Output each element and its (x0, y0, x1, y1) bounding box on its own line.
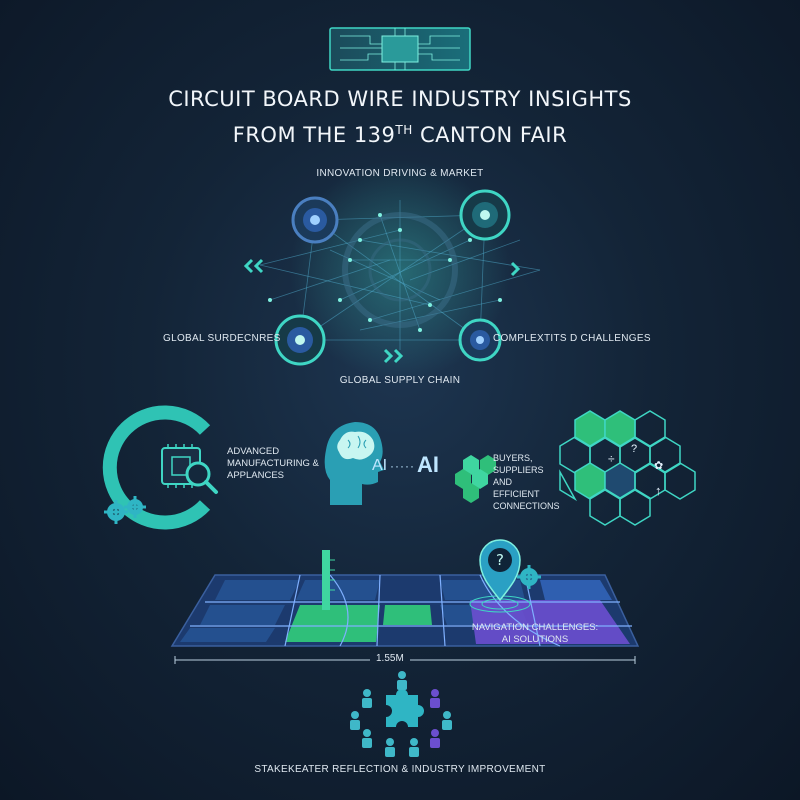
c-arc-icon (102, 405, 211, 530)
map-label-line-2: AI SOLUTIONS (501, 634, 569, 645)
map-gear-icon (517, 565, 541, 589)
buyers-label-line-5: CONNECTIONS (493, 501, 560, 511)
gears-icon (104, 496, 146, 524)
hub-node-bottom-left (274, 314, 326, 366)
ai-small-text: AI (372, 457, 388, 474)
title-line-2: FROM THE 139TH CANTON FAIR (0, 115, 800, 150)
buyers-label: BUYERS, SUPPLIERS AND EFFICIENT CONNECTI… (493, 452, 560, 512)
network-left-label: GLOBAL SURDECNRES (163, 333, 281, 344)
hex-grid (559, 410, 696, 526)
hub-node-top-left (291, 196, 339, 244)
manufacturing-label: ADVANCED MANUFACTURING & APPLANCES (227, 446, 319, 482)
puzzle-people-icon (350, 671, 452, 757)
hub-node-top-right (459, 189, 511, 241)
hex-divide-symbol: ÷ (608, 452, 615, 466)
manufacturing-label-line-1: ADVANCED (227, 446, 280, 457)
title-line-1: CIRCUIT BOARD WIRE INDUSTRY INSIGHTS (168, 87, 632, 111)
chevrons-bottom-icon (383, 348, 404, 364)
hex-flower-symbol: ✿ (654, 460, 664, 472)
title-superscript: TH (395, 123, 413, 137)
hex-arrow-symbol: ↑ (655, 483, 662, 498)
buyers-label-line-2: SUPPLIERS (493, 465, 544, 475)
manufacturing-label-line-2: MANUFACTURING & (227, 458, 319, 469)
ai-hex-cluster (455, 455, 496, 503)
ai-dots: ····· (390, 459, 415, 473)
chevrons-right-icon (510, 261, 521, 277)
buyers-label-line-3: AND (493, 477, 513, 487)
title-line-2-pre: FROM THE 139 (232, 123, 396, 147)
network-top-label: INNOVATION DRIVING & MARKET (316, 168, 484, 179)
chevrons-left-icon (243, 258, 264, 274)
map-label: NAVIGATION CHALLENGES: AI SOLUTIONS (465, 622, 605, 646)
buyers-label-line-1: BUYERS, (493, 453, 533, 463)
buyers-label-line-4: EFFICIENT (493, 489, 540, 499)
network-right-label: COMPLEXTITS D CHALLENGES (493, 333, 651, 344)
network-bottom-label: GLOBAL SUPPLY CHAIN (339, 375, 461, 386)
map-label-line-1: NAVIGATION CHALLENGES: (471, 622, 599, 633)
hex-question-symbol: ? (631, 443, 638, 455)
tower-icon (322, 550, 330, 610)
hub-node-bottom-right (458, 318, 502, 362)
stakeholders-label: STAKEKEATER REFLECTION & INDUSTRY IMPROV… (254, 764, 546, 775)
svg-text:?: ? (496, 551, 504, 569)
brain-head-icon (324, 422, 384, 505)
chip-magnifier-icon (161, 444, 218, 494)
scale-label: 1.55M (370, 653, 410, 664)
manufacturing-label-line-3: APPLANCES (227, 470, 285, 481)
ai-large-text: AI (417, 452, 439, 477)
location-question-pin-icon: ? (469, 539, 531, 613)
title-line-2-post: CANTON FAIR (412, 123, 568, 147)
